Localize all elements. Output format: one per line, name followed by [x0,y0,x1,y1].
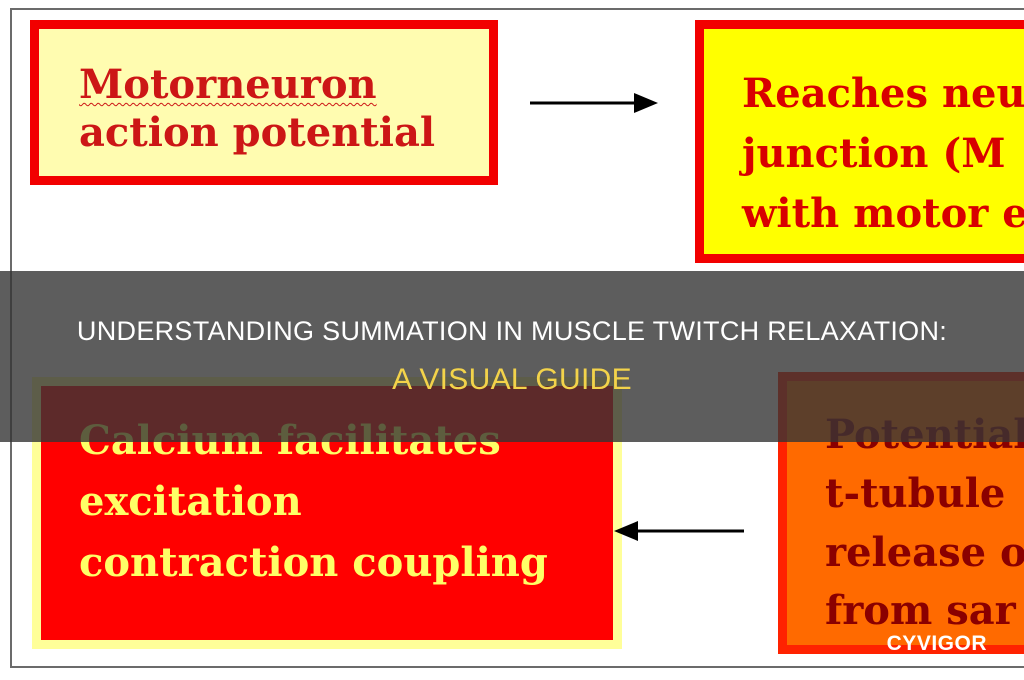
box-text-line: from sar [825,587,1016,635]
banner-title-line-1: UNDERSTANDING SUMMATION IN MUSCLE TWITCH… [76,316,948,346]
site-watermark: CYVIGOR [886,632,987,655]
banner-title-line-2: A VISUAL GUIDE [392,363,632,396]
box-text-line: release o [825,528,1024,576]
box-reaches-neuromuscular-junction: Reaches neu junction (M with motor e [695,20,1024,263]
box-text-line: excitation [79,477,302,525]
box-text-line: contraction coupling [79,538,548,586]
arrow-left-icon [614,521,744,541]
box-text-line: junction (M [742,130,1006,177]
box-text-line: t-tubule [825,469,1006,517]
arrow-right-icon [530,93,658,113]
box-text-line: with motor e [742,190,1024,237]
title-banner: UNDERSTANDING SUMMATION IN MUSCLE TWITCH… [0,271,1024,442]
box-text-line: Reaches neu [742,70,1024,117]
box-motorneuron-action-potential: Motorneuron action potential [30,20,498,185]
box-text-line: action potential [79,109,436,156]
box-text-line: Motorneuron [79,61,377,108]
